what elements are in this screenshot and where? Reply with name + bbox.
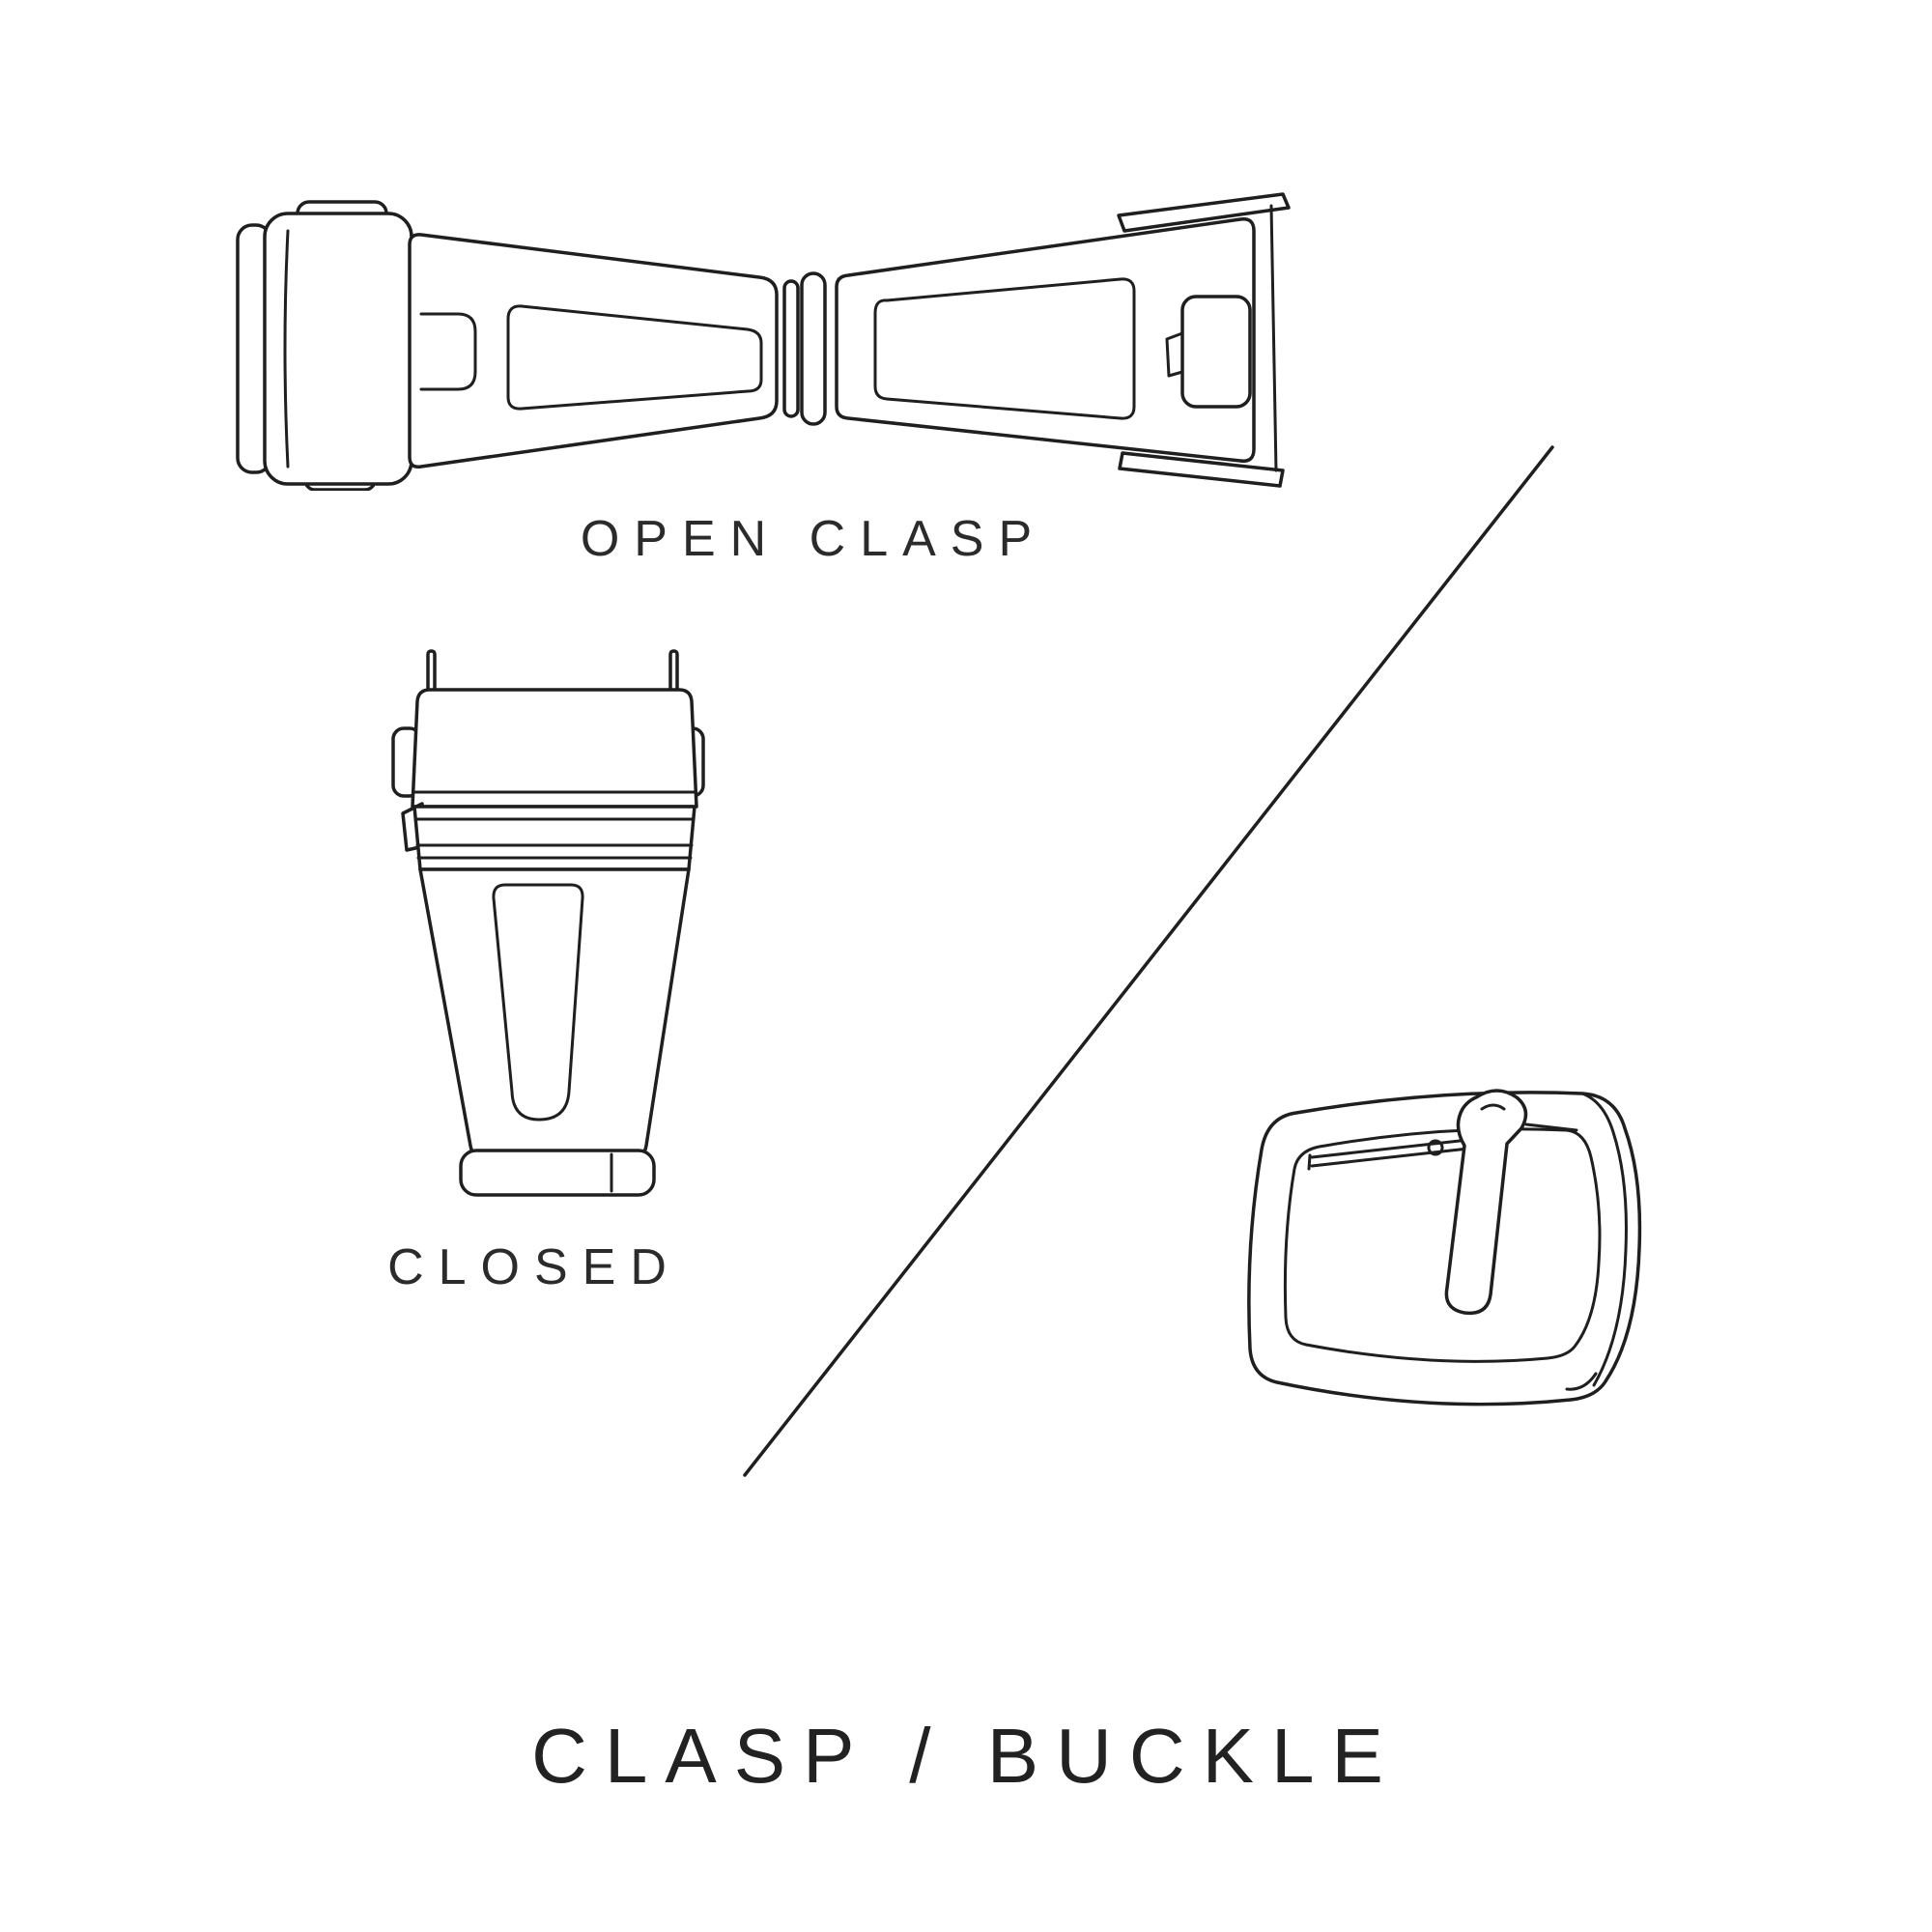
open-clasp-left-strap [408, 233, 779, 469]
buckle-pin-bar [1307, 1122, 1578, 1171]
pin-buckle-illustration [1247, 1089, 1642, 1406]
open-clasp-label: OPEN CLASP [580, 511, 1047, 567]
divider-line [743, 445, 1554, 1477]
closed-clasp-illustration [391, 649, 705, 1197]
page-title: CLASP / BUCKLE [531, 1713, 1401, 1799]
closed-clasp-fold-band [401, 802, 696, 871]
open-clasp-right-strap [835, 217, 1256, 463]
buckle-tongue [1444, 1089, 1528, 1316]
buckle-frame [1247, 1091, 1642, 1406]
closed-label: CLOSED [387, 1239, 681, 1295]
open-clasp-left-end [236, 200, 413, 491]
open-clasp-right-end-link [1117, 192, 1291, 488]
closed-clasp-top [391, 649, 705, 809]
open-clasp-illustration [236, 192, 1291, 491]
closed-clasp-body [418, 867, 691, 1197]
open-clasp-hinge [782, 271, 827, 426]
